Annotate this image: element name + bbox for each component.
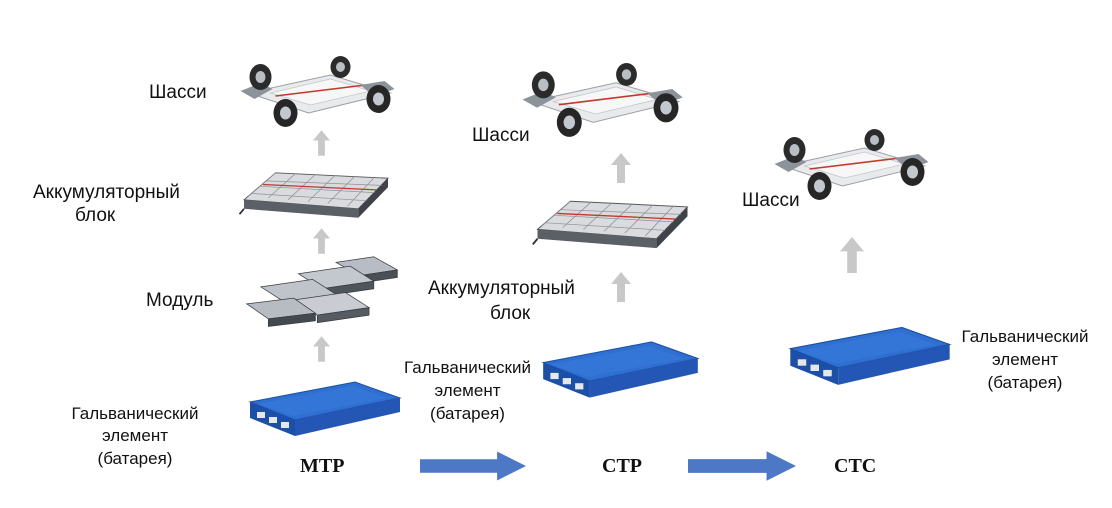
up-arrow-icon [313,228,330,254]
mtp-pack-label-line2: блок [75,205,116,226]
mtp-module-label: Модуль [146,290,214,311]
ctp-cell-label-line3: (батарея) [430,404,505,423]
mtp-cell-label-line1: Гальванический [71,404,199,423]
mtp-cell-label-line2: элемент [102,426,168,445]
up-arrow-icon [840,212,864,298]
up-arrow-icon [611,262,631,312]
ctc-cell-image [785,320,955,405]
mtp-battery-pack-image [230,162,402,234]
right-arrow-icon [688,451,796,481]
ctc-cell-label-line1: Гальванический [961,327,1089,346]
ctc-cell-label-line2: элемент [992,350,1058,369]
ctp-pack-label-line2: блок [490,303,531,324]
ctp-cell-label-line2: элемент [434,381,501,400]
ctp-cell-label-line1: Гальванический [404,358,531,377]
up-arrow-icon [313,130,330,156]
ctc-cell-label-line3: (батарея) [987,373,1063,392]
ctc-title: CTC [834,455,877,477]
mtp-title: MTP [300,455,345,477]
right-arrow-icon [420,451,526,481]
ctp-cell-image [538,336,703,416]
ctc-chassis-label: Шасси [742,190,800,211]
up-arrow-icon [313,336,330,362]
ctp-title: CTP [602,455,642,477]
ctp-pack-label-line1: Аккумуляторный [428,278,575,299]
up-arrow-icon [611,143,631,193]
ctp-chassis-image [508,62,693,140]
mtp-cell-label-line3: (батарея) [97,449,173,468]
mtp-chassis-label: Шасси [149,82,207,103]
mtp-module-image [232,253,412,333]
ctp-battery-pack-image [520,190,705,265]
ctp-chassis-label: Шасси [472,125,530,146]
mtp-chassis-image [228,55,403,130]
mtp-pack-label-line1: Аккумуляторный [33,182,180,203]
